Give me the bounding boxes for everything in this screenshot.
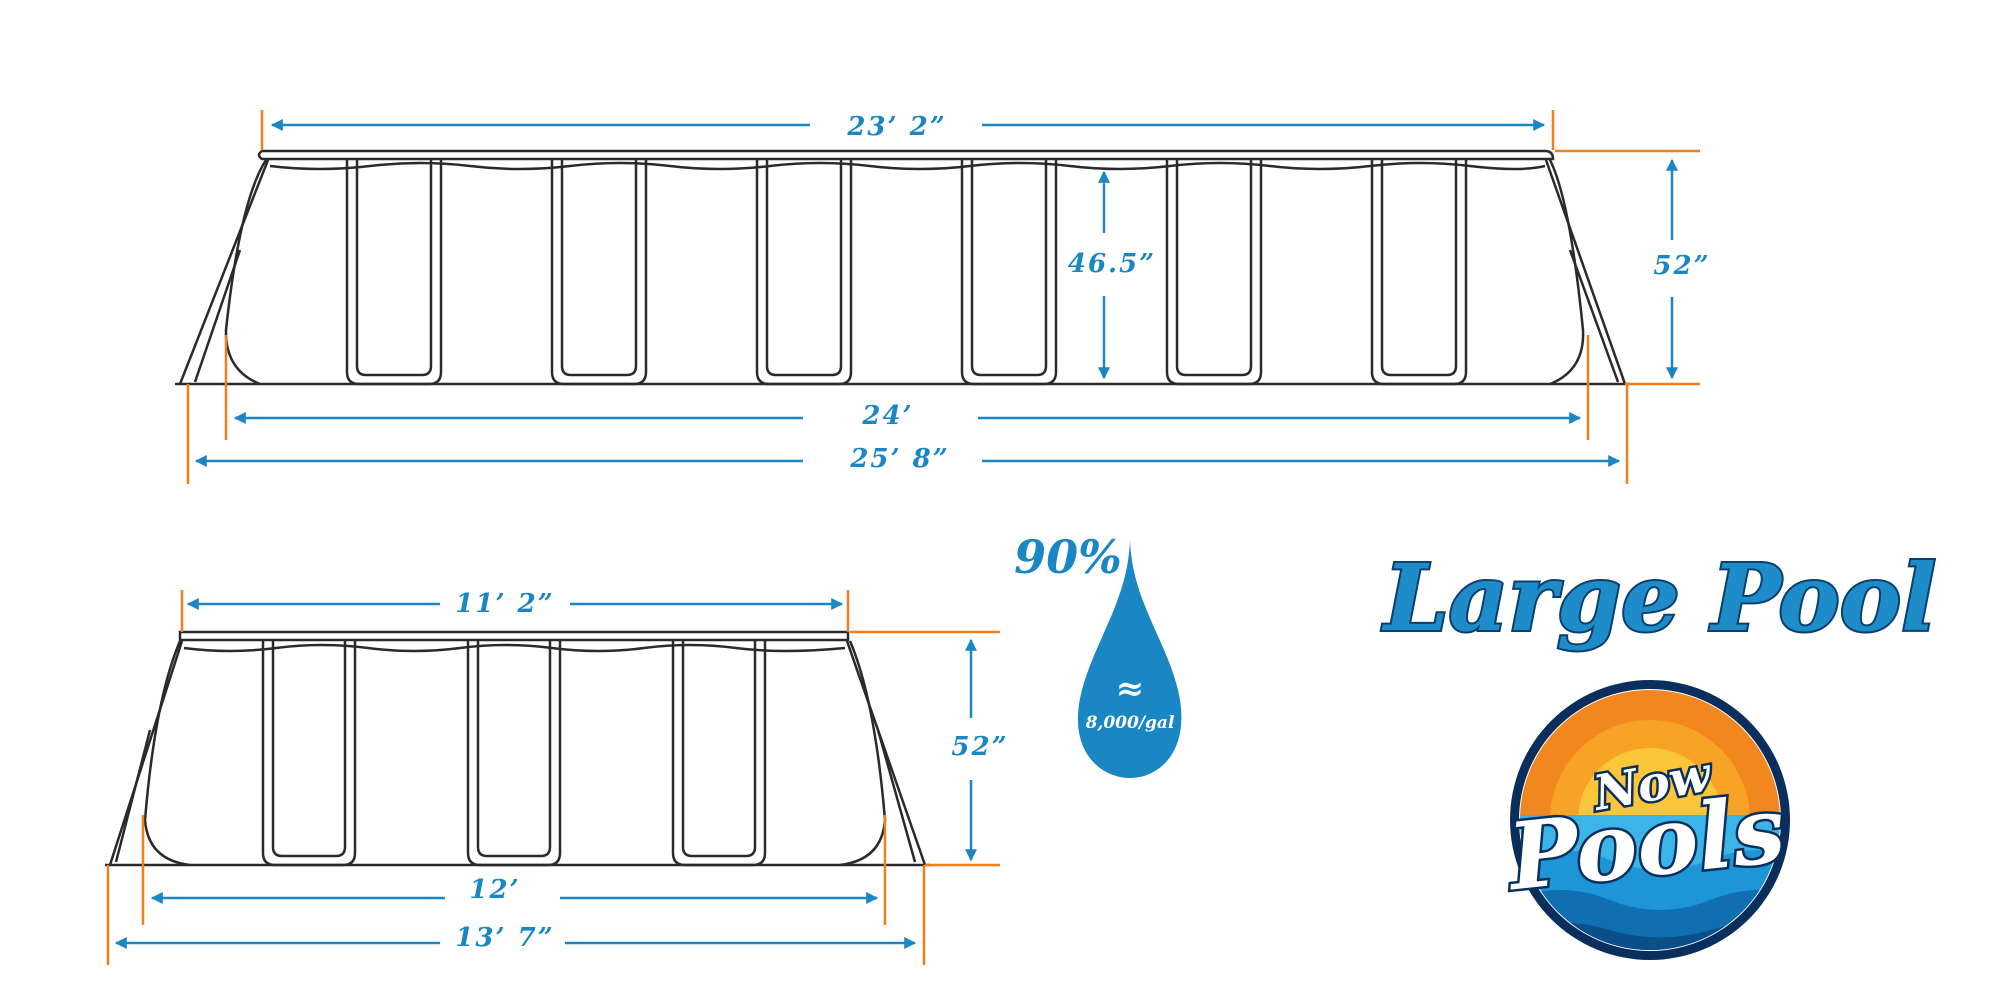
small-outer-width-dimension: 13’ 7” bbox=[114, 923, 917, 953]
large-outer-length-dimension: 25’ 8” bbox=[194, 444, 1621, 474]
large-outer-length-label: 25’ 8” bbox=[849, 444, 949, 474]
large-pool-guides bbox=[186, 110, 1700, 484]
small-inner-width-label: 12’ bbox=[469, 875, 520, 905]
large-inner-height-label: 46.5” bbox=[1068, 249, 1156, 279]
water-volume-drop: 90% ≈ 8,000/gal bbox=[1014, 530, 1182, 778]
large-top-width-dimension: 23’ 2” bbox=[270, 112, 1546, 142]
large-inner-length-dimension: 24’ bbox=[233, 401, 1582, 431]
small-outer-height-dimension: 52” bbox=[951, 638, 1008, 862]
small-top-width-label: 11’ 2” bbox=[455, 589, 554, 619]
large-outer-height-label: 52” bbox=[1653, 251, 1710, 281]
small-pool-guides bbox=[106, 590, 1000, 965]
now-pools-logo: Now Pools bbox=[1498, 680, 1792, 960]
large-outer-height-dimension: 52” bbox=[1653, 158, 1710, 380]
large-pool-legs bbox=[345, 160, 1468, 386]
large-pool-side-view: 23’ 2” 46.5” 52” 24’ 25’ 8” bbox=[175, 110, 1710, 484]
small-outer-height-label: 52” bbox=[951, 732, 1008, 762]
large-inner-length-label: 24’ bbox=[861, 401, 913, 431]
small-pool-end-view: 11’ 2” 52” 12’ 13’ 7” bbox=[105, 589, 1008, 965]
small-top-width-dimension: 11’ 2” bbox=[186, 589, 844, 619]
large-top-width-label: 23’ 2” bbox=[846, 112, 946, 142]
product-title: Large Pool bbox=[1381, 544, 1936, 652]
small-outer-width-label: 13’ 7” bbox=[455, 923, 554, 953]
water-drop-icon bbox=[1077, 540, 1182, 778]
water-volume: 8,000/gal bbox=[1085, 713, 1175, 733]
small-pool-legs bbox=[261, 641, 767, 867]
large-pool-outline bbox=[175, 149, 1630, 386]
large-inner-height-dimension: 46.5” bbox=[1068, 170, 1156, 380]
approx-symbol: ≈ bbox=[1116, 669, 1145, 709]
small-pool-outline bbox=[105, 630, 930, 867]
fill-percentage: 90% bbox=[1014, 530, 1122, 584]
small-inner-width-dimension: 12’ bbox=[150, 875, 879, 905]
